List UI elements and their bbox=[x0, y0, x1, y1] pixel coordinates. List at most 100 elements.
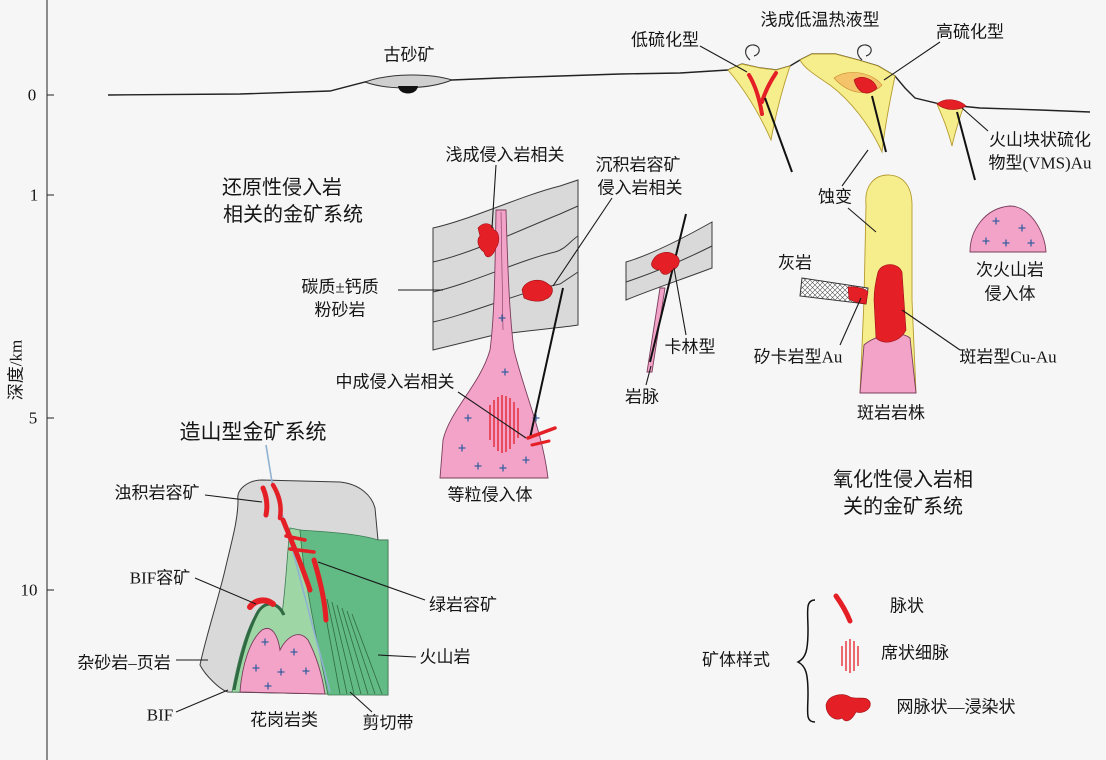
porphyry-ore bbox=[873, 264, 907, 343]
porphyry-system bbox=[799, 174, 917, 394]
low-sulfidation-deposit bbox=[727, 44, 793, 173]
shear-zone bbox=[321, 595, 383, 695]
leader-sediment-hosted bbox=[552, 197, 613, 287]
leader-porphyry bbox=[901, 309, 961, 351]
placer-nugget bbox=[398, 86, 418, 94]
ls-vein bbox=[747, 73, 764, 116]
greenstone-vein bbox=[288, 547, 316, 554]
vms-deposit bbox=[936, 99, 976, 181]
axis-tick-label: 5 bbox=[29, 409, 38, 428]
hot-spring-icon bbox=[745, 44, 760, 61]
subvolcanic-body bbox=[969, 205, 1047, 253]
mesozonal-vein bbox=[530, 439, 551, 447]
leader-turbidite bbox=[204, 494, 263, 503]
label-siltstone-line1: 碳质±钙质 bbox=[301, 278, 378, 297]
label-vms-line2: 物型(VMS)Au bbox=[989, 154, 1092, 173]
hot-spring-icon bbox=[857, 44, 872, 61]
legend-sheeted-label: 席状细脉 bbox=[881, 644, 949, 663]
depth-axis: 0 1 5 10 深度/km bbox=[7, 0, 54, 760]
leader-mesozonal bbox=[457, 391, 527, 439]
leader-lines bbox=[175, 41, 989, 713]
greenstone-vein bbox=[284, 534, 307, 542]
leader-alteration bbox=[847, 207, 877, 233]
leader-low-sulfidation bbox=[699, 45, 748, 73]
label-shear-zone: 剪切带 bbox=[363, 714, 414, 733]
labels: 古砂矿 低硫化型 浅成低温热液型 高硫化型 火山块状硫化 物型(VMS)Au 浅… bbox=[77, 11, 1092, 733]
legend-sheeted-icon bbox=[841, 639, 859, 673]
oxidized-system-title-line1: 氧化性侵入岩相 bbox=[833, 468, 973, 491]
label-subvolcanic-line1: 次火山岩 bbox=[976, 261, 1044, 280]
label-bif: BIF bbox=[147, 706, 173, 725]
legend-vein-icon bbox=[833, 593, 853, 624]
mesozonal-vein bbox=[526, 426, 557, 440]
legend-title: 矿体样式 bbox=[702, 651, 770, 670]
label-bif-hosted: BIF容矿 bbox=[130, 569, 190, 588]
placer-lens bbox=[363, 74, 454, 89]
legend-brace bbox=[796, 599, 816, 723]
intrusion-fault bbox=[529, 287, 564, 439]
high-sulfidation-deposit bbox=[799, 44, 896, 154]
hs-ore bbox=[853, 77, 878, 94]
skarn-ore bbox=[847, 286, 869, 305]
hs-alteration bbox=[799, 53, 896, 154]
vms-ore bbox=[936, 99, 967, 110]
label-turbidite: 浊积岩容矿 bbox=[115, 484, 200, 503]
subvolcanic-intrusion bbox=[969, 205, 1047, 253]
palaeo-placer bbox=[363, 74, 454, 94]
intrusion-body bbox=[439, 209, 549, 479]
label-skarn: 矽卡岩型Au bbox=[754, 348, 843, 367]
bif-band bbox=[232, 602, 286, 691]
leader-bif-hosted bbox=[194, 577, 257, 605]
label-sediment-hosted-line2: 侵入岩相关 bbox=[598, 179, 683, 198]
leader-carlin bbox=[673, 267, 687, 336]
label-mesozonal: 中成侵入岩相关 bbox=[336, 373, 455, 392]
carlin-block bbox=[625, 213, 713, 373]
porphyry-stock bbox=[859, 333, 917, 394]
greenstone-vein bbox=[311, 557, 329, 623]
label-porphyry-stock: 斑岩岩株 bbox=[857, 404, 925, 423]
legend: 矿体样式 脉状 席状细脉 网脉状—浸染状 bbox=[702, 593, 1016, 723]
intrusion-stem-line bbox=[500, 211, 504, 331]
granitoid bbox=[239, 628, 326, 695]
turbidite-vein bbox=[260, 485, 270, 518]
sediment-hosted-ore bbox=[521, 279, 553, 302]
turbidite-vein bbox=[270, 482, 283, 521]
sediment-layer bbox=[432, 235, 579, 293]
leader-dike bbox=[645, 365, 652, 386]
leader-bif bbox=[175, 689, 229, 713]
label-epithermal: 浅成低温热液型 bbox=[761, 11, 880, 30]
vms-fault bbox=[956, 111, 976, 181]
axis-tick-label: 1 bbox=[30, 186, 39, 205]
leader-high-sulfidation bbox=[883, 41, 941, 81]
bif-ore bbox=[247, 597, 276, 610]
leader-shear-zone bbox=[349, 691, 373, 713]
label-porphyry: 斑岩型Cu-Au bbox=[959, 348, 1057, 367]
label-alteration: 蚀变 bbox=[818, 188, 852, 207]
carlin-fault bbox=[649, 213, 687, 363]
leader-volcanic bbox=[377, 654, 417, 658]
dike bbox=[646, 287, 666, 373]
oxidized-system-title-line2: 关的金矿系统 bbox=[843, 495, 963, 518]
label-dike: 岩脉 bbox=[625, 388, 659, 407]
leader-alteration bbox=[841, 149, 869, 187]
label-epizonal: 浅成侵入岩相关 bbox=[446, 146, 565, 165]
label-subvolcanic-line2: 侵入体 bbox=[985, 285, 1036, 304]
ls-fault bbox=[764, 97, 793, 173]
label-greenstone: 绿岩容矿 bbox=[429, 596, 497, 615]
legend-vein-label: 脉状 bbox=[890, 597, 924, 616]
carlin-ore bbox=[651, 252, 680, 275]
ls-vein bbox=[760, 71, 778, 104]
label-equigranular: 等粒侵入体 bbox=[448, 486, 533, 505]
reduced-system-title-line2: 相关的金矿系统 bbox=[223, 203, 363, 226]
label-high-sulfidation: 高硫化型 bbox=[936, 23, 1004, 42]
equigranular-intrusion bbox=[439, 209, 564, 479]
label-greywacke: 杂砂岩–页岩 bbox=[77, 654, 171, 673]
hs-fault bbox=[871, 95, 887, 153]
axis-tick-label: 10 bbox=[21, 581, 38, 600]
legend-stockwork-label: 网脉状—浸染状 bbox=[897, 698, 1016, 717]
orogenic-block bbox=[199, 444, 389, 696]
axis-title: 深度/km bbox=[7, 340, 26, 400]
label-limestone: 灰岩 bbox=[778, 254, 812, 273]
legend-stockwork-icon bbox=[825, 694, 871, 722]
label-palaeo-placer: 古砂矿 bbox=[384, 46, 435, 65]
